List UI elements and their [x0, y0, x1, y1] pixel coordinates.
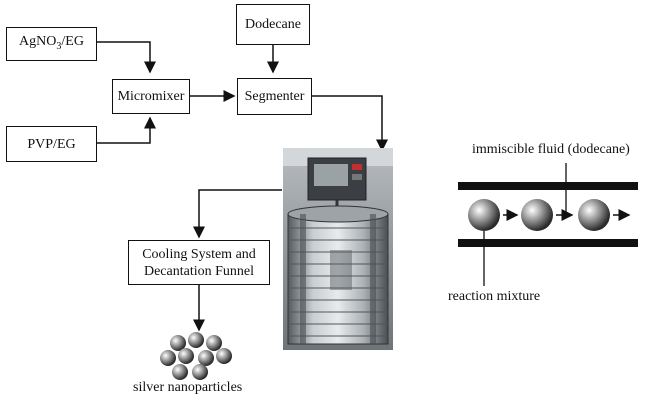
segmented-flow-schematic [458, 163, 638, 286]
silver-nanoparticles-label: silver nanoparticles [133, 380, 243, 395]
arrow-segmenter-to-reactor [312, 95, 388, 152]
agno3-eg-box: AgNO3/EG [6, 27, 97, 61]
micromixer-box: Micromixer [112, 79, 190, 114]
droplet-2 [521, 199, 553, 231]
arrow-reactor-to-cooling [193, 189, 282, 239]
droplet-3 [578, 199, 610, 231]
nanoparticle-cluster [160, 332, 232, 380]
arrow-agno3-to-micromixer [97, 41, 156, 74]
reactor-photo [283, 148, 393, 350]
cooling-system-box: Cooling System and Decantation Funnel [128, 240, 270, 285]
droplet-1 [468, 199, 500, 231]
arrow-pvp-to-micromixer [97, 116, 156, 144]
segmenter-box: Segmenter [237, 78, 312, 115]
reaction-mixture-label: reaction mixture [448, 289, 541, 304]
pvp-eg-box: PVP/EG [6, 126, 97, 162]
immiscible-fluid-label: immiscible fluid (dodecane) [472, 142, 630, 157]
dodecane-box: Dodecane [236, 4, 310, 45]
